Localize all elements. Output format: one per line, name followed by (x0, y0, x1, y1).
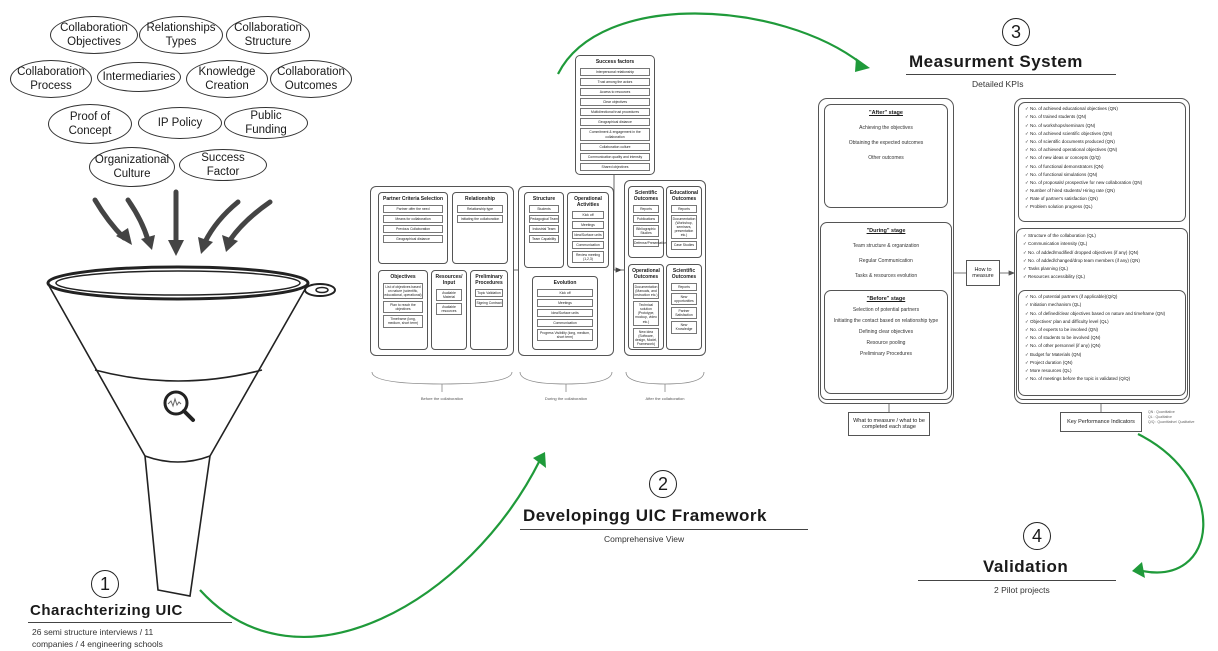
step-1-subtitle-line1: 26 semi structure interviews / 11 (32, 627, 154, 637)
what-to-measure-box: What to measure / what to be completed e… (848, 412, 930, 436)
step-3-number: 3 (1002, 18, 1030, 46)
factor-knowledge-creation: Knowledge Creation (186, 60, 268, 98)
kpi-before-box: No. of potential partners (if applicable… (1018, 290, 1186, 396)
relationship-box: Relationship Relationship type Initiatin… (452, 192, 508, 264)
structure-box: Structure Students Pedagogical Team Indu… (524, 192, 564, 268)
scientific-outcomes-box-2: Scientific Outcomes Reports New opportun… (666, 264, 702, 350)
operational-outcomes-box: Operational Outcomes Documentation (Manu… (628, 264, 664, 350)
factor-collaboration-outcomes: Collaboration Outcomes (270, 60, 352, 98)
step-2-title: Developingg UIC Framework (523, 506, 767, 525)
phase-before-label: Before the collaboration (420, 396, 464, 401)
factor-public-funding: Public Funding (224, 107, 308, 139)
magnifier-icon (163, 390, 195, 422)
factor-proof-of-concept: Proof of Concept (48, 104, 132, 144)
kpi-legend: QN : Quantitative QL : Qualitative Q/Q :… (1148, 410, 1195, 424)
step-2-number: 2 (649, 470, 677, 498)
factor-collaboration-structure: Collaboration Structure (226, 16, 310, 54)
kpi-after-box: No. of achieved educational objectives (… (1018, 102, 1186, 222)
funnel-diagram (46, 189, 336, 597)
phase-after-label: After the collaboration (645, 396, 685, 401)
input-arrow-2 (125, 197, 151, 243)
input-arrow-4 (202, 199, 241, 245)
resources-box: Resources/ Input Available Material Avai… (431, 270, 467, 350)
arrow-3-to-4 (1137, 433, 1205, 574)
arrow-2-to-3 (557, 12, 863, 75)
phase-during-label: During the collaboration (544, 396, 588, 401)
step-4-subtitle: 2 Pilot projects (994, 585, 1050, 595)
arrow-1-to-2 (199, 459, 541, 638)
kpi-label-box: Key Performance Indicators (1060, 412, 1142, 432)
step-1-number: 1 (91, 570, 119, 598)
how-to-measure-box: How to measure (966, 260, 1000, 286)
factor-intermediaries: Intermediaries (97, 62, 181, 92)
partner-criteria-box: Partner Criteria Selection Partner offer… (378, 192, 448, 264)
after-stage-box: "After" stage Achieving the objectives O… (824, 104, 948, 208)
factor-ip-policy: IP Policy (138, 107, 222, 139)
step-2-subtitle: Comprehensive View (604, 534, 685, 544)
operational-activities-box: Operational Activities Kick off Meetings… (567, 192, 609, 268)
step-1-title: Charachterizing UIC (30, 602, 183, 619)
step-1-subtitle-line2: companies / 4 engineering schools (32, 639, 163, 649)
scientific-outcomes-box: Scientific Outcomes Reports Publications… (628, 186, 667, 258)
evolution-box: Evolution Kick off Meetings Idea/Surface… (532, 276, 598, 350)
objectives-box: Objectives List of objectives based on n… (378, 270, 428, 350)
success-factors-box: Success factors Interpersonal relationsh… (575, 55, 655, 175)
educational-outcomes-box: Educational Outcomes Reports Documentati… (666, 186, 702, 258)
step-4-number: 4 (1023, 522, 1051, 550)
step-3-subtitle: Detailed KPIs (972, 79, 1024, 89)
factor-organizational-culture: Organizational Culture (89, 147, 175, 187)
step-3-title: Measurment System (909, 52, 1083, 71)
step-4-title: Validation (983, 557, 1069, 576)
procedures-box: Preliminary Procedures Topic Validation … (470, 270, 508, 350)
input-arrow-5 (227, 199, 273, 243)
factor-collaboration-objectives: Collaboration Objectives (50, 16, 138, 54)
factor-relationships-types: Relationships Types (139, 16, 223, 54)
before-stage-box: "Before" stage Selection of potential pa… (824, 290, 948, 394)
factor-success-factor: Success Factor (179, 149, 267, 181)
factor-collaboration-process: Collaboration Process (10, 60, 92, 98)
